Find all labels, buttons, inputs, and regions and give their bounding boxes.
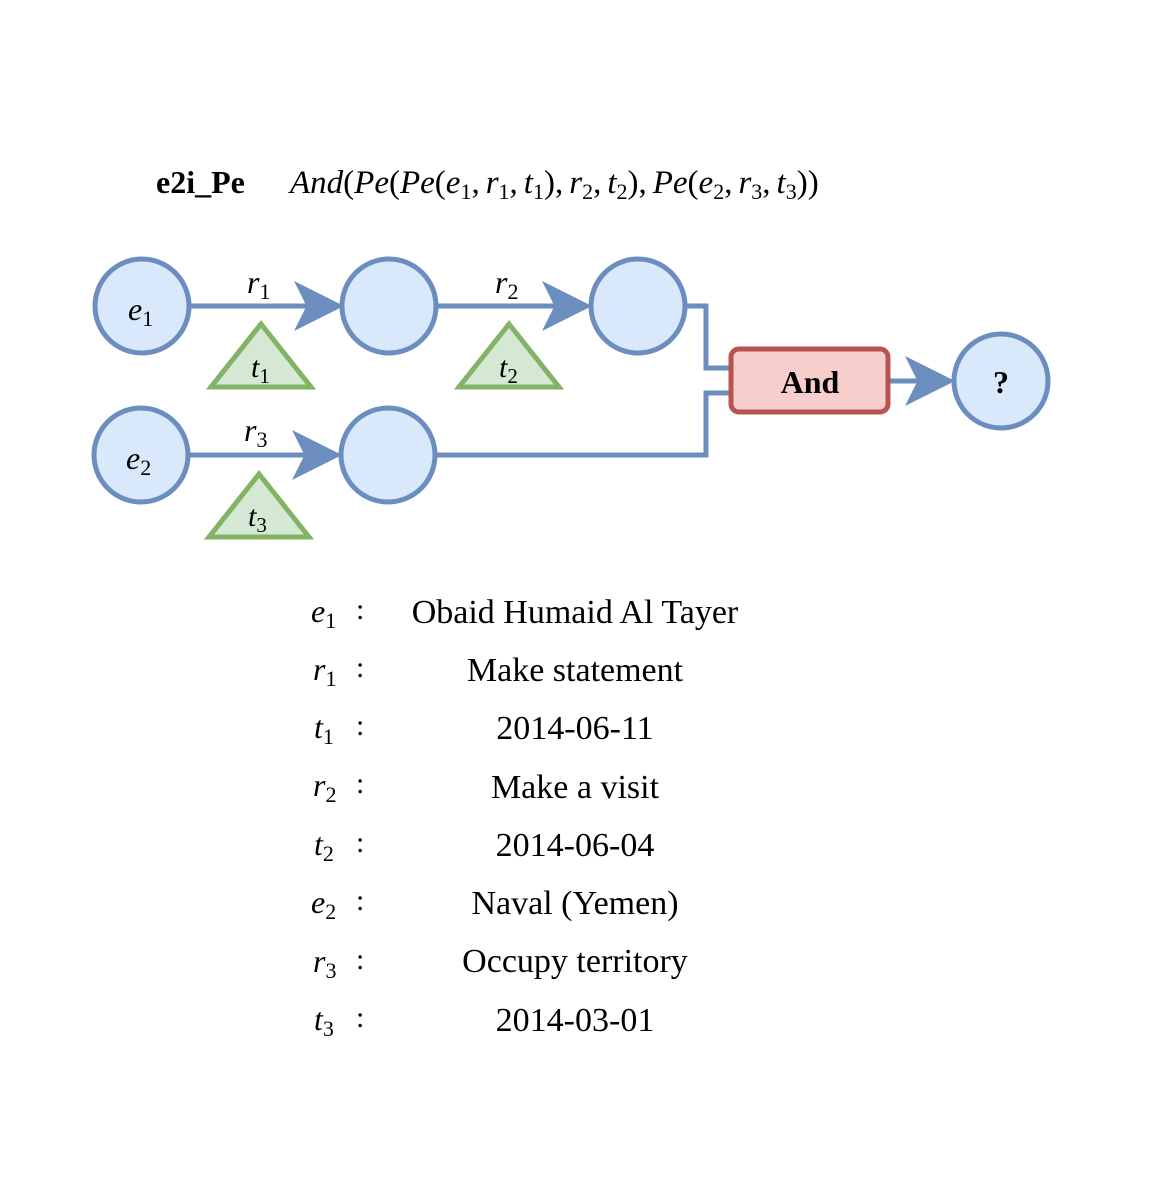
node-intermediate-1: [339, 256, 439, 356]
node-label-e2: e2: [126, 440, 151, 480]
time-label-t1: t1: [251, 351, 270, 388]
node-label-e1: e1: [128, 291, 153, 331]
node-e1: [92, 256, 192, 356]
legend-key: r1: [313, 651, 336, 691]
query-name: e2i_Pe: [156, 164, 245, 200]
legend-colon: :: [356, 826, 364, 859]
node-answer: [951, 331, 1051, 431]
legend-key: t2: [314, 826, 334, 866]
legend-value: Obaid Humaid Al Tayer: [412, 594, 739, 631]
legend-colon: :: [356, 1001, 364, 1034]
legend-row: t2 : 2014-06-04: [314, 826, 654, 866]
query-formula: And(Pe(Pe(e1,r1,t1),r2,t2),Pe(e2,r3,t3)): [288, 165, 819, 204]
legend-row: t3 : 2014-03-01: [314, 1001, 654, 1041]
legend-colon: :: [356, 884, 364, 917]
legend-colon: :: [356, 593, 364, 626]
legend-value: 2014-06-11: [496, 710, 653, 747]
legend-row: r2 : Make a visit: [313, 767, 660, 807]
legend-colon: :: [356, 709, 364, 742]
time-t2: [453, 319, 565, 390]
operator-and-label: And: [781, 364, 840, 400]
operator-and: [728, 346, 891, 415]
node-intermediate-3: [338, 405, 438, 505]
legend-key: r3: [313, 943, 336, 983]
node-e2: [91, 405, 191, 505]
time-t1: [205, 319, 317, 390]
node-intermediate-2: [588, 256, 688, 356]
legend-key: e1: [311, 593, 336, 633]
legend-colon: :: [356, 943, 364, 976]
time-label-t2: t2: [499, 351, 518, 388]
legend-colon: :: [356, 651, 364, 684]
legend-value: Make a visit: [491, 769, 660, 806]
edge-label-r2: r2: [495, 264, 518, 304]
legend-key: r2: [313, 767, 336, 807]
legend-row: r3 : Occupy territory: [313, 943, 688, 983]
legend-row: e1 : Obaid Humaid Al Tayer: [311, 593, 739, 633]
connector-lower: [436, 390, 731, 458]
legend-value: Make statement: [467, 652, 684, 689]
legend-value: Naval (Yemen): [471, 885, 678, 922]
time-t3: [203, 469, 315, 540]
legend-row: t1 : 2014-06-11: [314, 709, 654, 749]
node-label-answer: ?: [993, 364, 1009, 400]
legend-value: 2014-06-04: [496, 827, 655, 864]
legend-colon: :: [356, 767, 364, 800]
legend-row: e2 : Naval (Yemen): [311, 884, 679, 924]
edge-label-r1: r1: [247, 264, 270, 304]
legend: e1 : Obaid Humaid Al Tayer r1 : Make sta…: [311, 593, 739, 1041]
legend-key: e2: [311, 884, 336, 924]
connector-upper: [686, 303, 731, 371]
legend-row: r1 : Make statement: [313, 651, 684, 691]
legend-value: 2014-03-01: [496, 1002, 655, 1039]
legend-key: t3: [314, 1001, 334, 1041]
time-label-t3: t3: [248, 500, 267, 537]
legend-value: Occupy territory: [462, 943, 688, 980]
edge-label-r3: r3: [244, 412, 267, 452]
legend-key: t1: [314, 709, 334, 749]
